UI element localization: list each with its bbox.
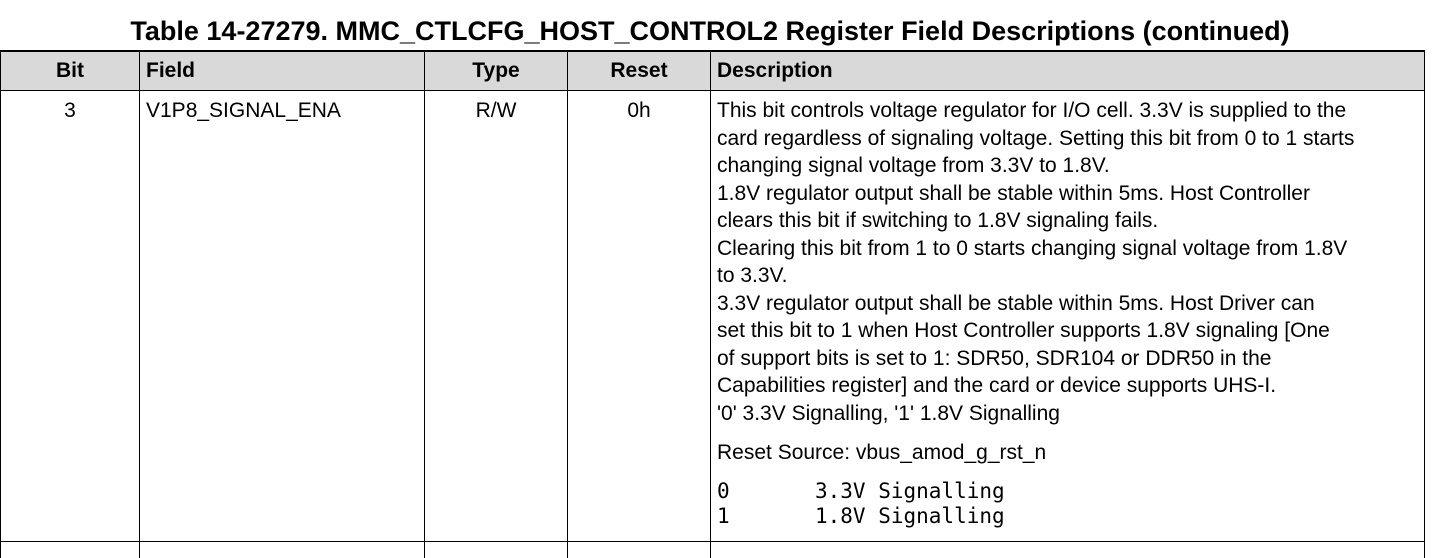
description-line: 1.8V regulator output shall be stable wi… xyxy=(717,181,1310,205)
header-field: Field xyxy=(139,50,425,91)
enum-row: 1 1.8V Signalling xyxy=(717,504,1418,529)
header-type: Type xyxy=(424,50,568,91)
header-description: Description xyxy=(710,50,1425,91)
enum-list: 0 3.3V Signalling 1 1.8V Signalling xyxy=(717,479,1418,529)
cell-description: This bit controls voltage regulator for … xyxy=(710,90,1425,541)
enum-value: 1 xyxy=(717,503,730,528)
description-line: to 3.3V. xyxy=(717,264,788,287)
enum-label: 3.3V Signalling xyxy=(815,478,1005,503)
table-caption: Table 14-27279. MMC_CTLCFG_HOST_CONTROL2… xyxy=(130,16,1290,46)
description-line: set this bit to 1 when Host Controller s… xyxy=(717,319,1330,342)
description-line: Clearing this bit from 1 to 0 starts cha… xyxy=(717,236,1348,260)
description-line: '0' 3.3V Signalling, '1' 1.8V Signalling xyxy=(717,401,1060,425)
table-row-continued xyxy=(0,540,1425,558)
description-line: card regardless of signaling voltage. Se… xyxy=(717,126,1355,150)
description-line: 3.3V regulator output shall be stable wi… xyxy=(717,291,1315,315)
description-line: changing signal voltage from 3.3V to 1.8… xyxy=(717,154,1110,177)
description-line: Capabilities register] and the card or d… xyxy=(717,374,1277,397)
description-line: clears this bit if switching to 1.8V sig… xyxy=(717,209,1159,232)
enum-row: 0 3.3V Signalling xyxy=(717,479,1418,504)
header-reset: Reset xyxy=(567,50,711,91)
header-bit: Bit xyxy=(0,50,140,91)
cell-type: R/W xyxy=(424,90,568,541)
cell-field: V1P8_SIGNAL_ENA xyxy=(139,90,425,541)
description-line: of support bits is set to 1: SDR50, SDR1… xyxy=(717,346,1272,370)
description-line: This bit controls voltage regulator for … xyxy=(717,99,1347,122)
enum-value: 0 xyxy=(717,478,730,503)
reset-source: Reset Source: vbus_amod_g_rst_n xyxy=(717,441,1047,464)
table-row: 3 V1P8_SIGNAL_ENA R/W 0h This bit contro… xyxy=(0,90,1425,541)
table-header-row: Bit Field Type Reset Description xyxy=(0,50,1425,91)
register-field-table: Bit Field Type Reset Description 3 V1P8_… xyxy=(0,50,1425,558)
enum-label: 1.8V Signalling xyxy=(815,503,1005,528)
cell-reset: 0h xyxy=(567,90,711,541)
cell-bit: 3 xyxy=(0,90,140,541)
